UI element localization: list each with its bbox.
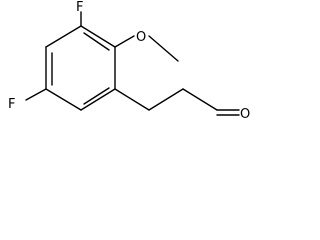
bond-c-fluorine-left [25,88,47,101]
molecule-svg: F O F O [8,0,250,122]
chain-bond-1 [114,88,150,111]
atom-label-fluorine-top: F [76,0,83,15]
chain-bond-2 [148,88,184,111]
atom-label-oxygen-aldehyde: O [240,107,250,122]
benzene-ring [45,25,116,111]
ring-bond-c5-c6 [45,88,82,111]
ring-bond-c3-c4 [45,25,82,48]
ring-bond-c2-c3 [80,25,116,48]
atom-label-oxygen-methoxy: O [136,30,146,45]
chain-bond-3 [182,88,218,111]
ring-bond-c6-c1 [80,88,116,111]
ring-inner-double-bond-bottom [83,87,110,105]
bond-oxygen-methyl [148,35,179,62]
ring-inner-double-bond-top [83,32,110,51]
structure-diagram: F O F O [0,0,256,138]
atom-label-fluorine-left: F [8,97,15,112]
bond-c-oxygen-methoxy [114,35,135,48]
